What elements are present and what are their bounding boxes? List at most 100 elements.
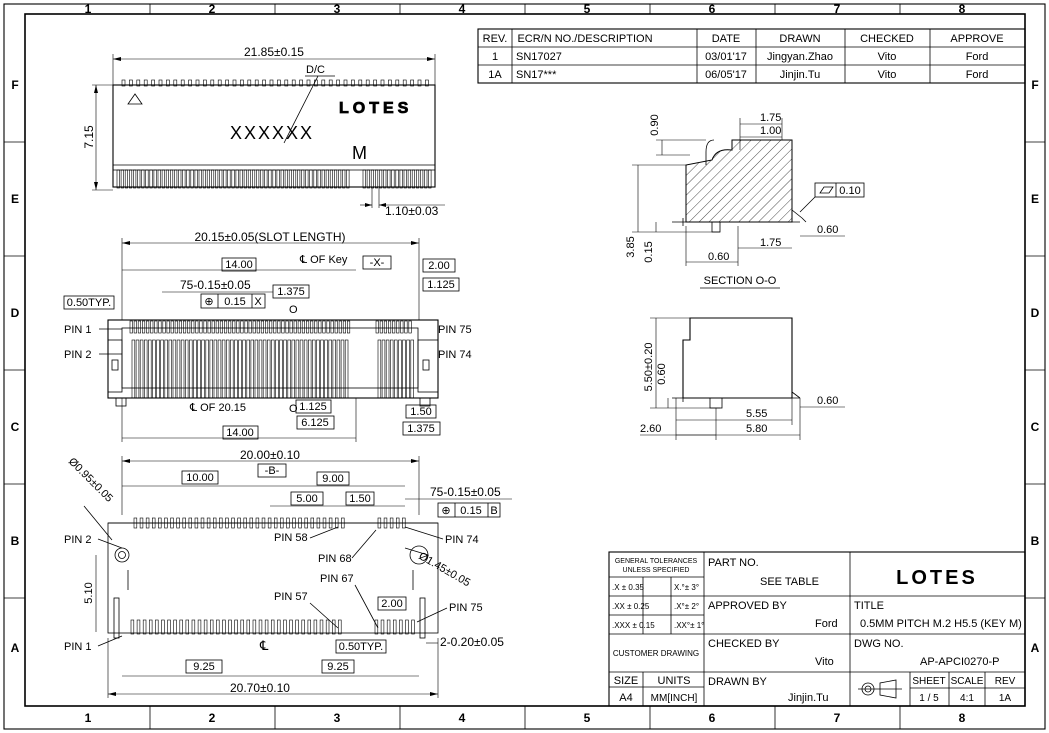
tol-row1-linear: .X ± 0.35: [612, 583, 645, 592]
solder-pad: [395, 517, 400, 529]
solder-pad: [225, 517, 229, 529]
contact-pin: [219, 320, 223, 334]
pin-lead: [399, 169, 403, 189]
solder-pad: [405, 619, 409, 635]
front-pin-75: PIN 75: [438, 324, 472, 336]
pin1-marker-icon: [127, 93, 143, 105]
front-pin-1: PIN 1: [64, 324, 92, 336]
contact-pin: [334, 320, 338, 334]
solder-pad: [216, 619, 220, 635]
pin-lead: [174, 169, 178, 189]
solder-pad: [136, 619, 141, 635]
contact-pin: [332, 339, 336, 399]
pin-lead: [415, 169, 420, 189]
dim-dia-0-95: Ø0.95±0.05: [66, 456, 115, 505]
pin-lead: [178, 169, 182, 189]
contact-pin: [383, 320, 388, 334]
dim-top-pitch-offset: 1.10±0.03: [385, 204, 439, 218]
col-label-3: 3: [334, 2, 341, 16]
rev-row2-rev: 1A: [488, 69, 502, 81]
contact-pin: [400, 320, 404, 334]
solder-pad: [213, 517, 217, 529]
title-label: TITLE: [854, 600, 884, 612]
pin-lead: [351, 79, 355, 87]
dim-1-375-bot-box: [402, 421, 441, 436]
dim-footprint-1-50: 1.50: [349, 493, 370, 505]
title-value: 0.5MM PITCH M.2 H5.5 (KEY M): [860, 618, 1022, 630]
solder-pad: [277, 619, 281, 635]
col-label-5: 5: [584, 2, 591, 16]
drawing-frame: 1 2 3 4 5 6 7 8 1 2 3 4 5 6 7 8 F E D C …: [3, 2, 1046, 730]
pin-lead: [143, 79, 148, 87]
dim-section-0-15: 0.15: [643, 241, 655, 262]
pin-lead: [121, 79, 126, 87]
size-value: A4: [619, 692, 632, 704]
pin-lead: [342, 169, 346, 189]
solder-pad: [231, 517, 235, 529]
rev-header-date: DATE: [712, 33, 741, 45]
contact-pin: [203, 320, 207, 334]
col-label-1-bottom: 1: [85, 711, 92, 725]
contact-pin: [201, 339, 205, 399]
tol-row2-linear: .XX ± 0.25: [612, 602, 650, 611]
pin-lead: [383, 169, 387, 189]
pin-lead: [284, 169, 288, 189]
pin-lead: [124, 169, 128, 189]
contact-pin: [398, 339, 402, 399]
dim-side-5-50: 5.50±0.20: [643, 343, 655, 392]
tol-x-value: 0.15: [224, 296, 245, 308]
dim-top-width: 21.85±0.15: [244, 45, 304, 59]
dim-1-375-bot: 1.375: [407, 423, 435, 435]
revision-table: REV. ECR/N NO./DESCRIPTION DATE DRAWN CH…: [477, 28, 1026, 84]
contact-pin: [168, 339, 172, 399]
flatness-icon: [819, 186, 834, 194]
drawn-value: Jinjin.Tu: [788, 692, 829, 704]
contact-pin: [406, 339, 410, 399]
contact-pin: [174, 320, 178, 334]
contact-pin: [195, 320, 199, 334]
pin-lead: [133, 169, 137, 189]
pin-lead: [379, 169, 383, 189]
contact-pin: [256, 320, 260, 334]
footprint-view: Ø0.95±0.05 20.00±0.10 10.00 -B- 9.00 5.0…: [64, 448, 512, 698]
solder-pad: [164, 517, 168, 529]
rev-row1-desc: SN17027: [516, 51, 562, 63]
contact-pin: [213, 339, 218, 399]
pin-lead: [136, 79, 141, 87]
solder-pad: [200, 517, 205, 529]
pin-lead: [362, 169, 366, 189]
key-letter: M: [352, 143, 367, 163]
col-label-7: 7: [834, 2, 841, 16]
contact-pin: [244, 320, 248, 334]
pin-lead: [358, 79, 363, 87]
col-label-2-bottom: 2: [209, 711, 216, 725]
contact-pin: [226, 339, 230, 399]
pin-lead: [198, 169, 202, 189]
contact-pin: [189, 339, 193, 399]
pin-lead: [219, 169, 223, 189]
pin-lead: [346, 169, 350, 189]
pin-lead: [333, 169, 338, 189]
contact-pin: [148, 339, 152, 399]
contact-pin: [191, 320, 195, 334]
dim-10-00-box: [181, 470, 219, 485]
side-view: 5.50±0.20 0.60 0.60 5.55 2.60 5.80: [640, 317, 845, 440]
pin-lead: [194, 169, 198, 189]
pin-lead: [262, 79, 266, 87]
contact-pin: [260, 320, 265, 334]
solder-pad: [176, 517, 180, 529]
solder-pad: [319, 619, 324, 635]
contact-pin: [238, 339, 242, 399]
solder-pad: [402, 517, 406, 529]
pin-lead: [272, 169, 276, 189]
fp-pin-74: PIN 74: [445, 534, 479, 546]
drawn-label: DRAWN BY: [708, 676, 768, 688]
contact-pin: [170, 320, 174, 334]
dim-14-top: 14.00: [225, 259, 253, 271]
rev-row1-approve: Ford: [966, 51, 989, 63]
contact-pin: [232, 320, 236, 334]
pin-lead: [231, 169, 235, 189]
contact-pin: [307, 339, 312, 399]
dim-2-00-fp-box: [377, 596, 407, 611]
pin-lead: [268, 169, 272, 189]
